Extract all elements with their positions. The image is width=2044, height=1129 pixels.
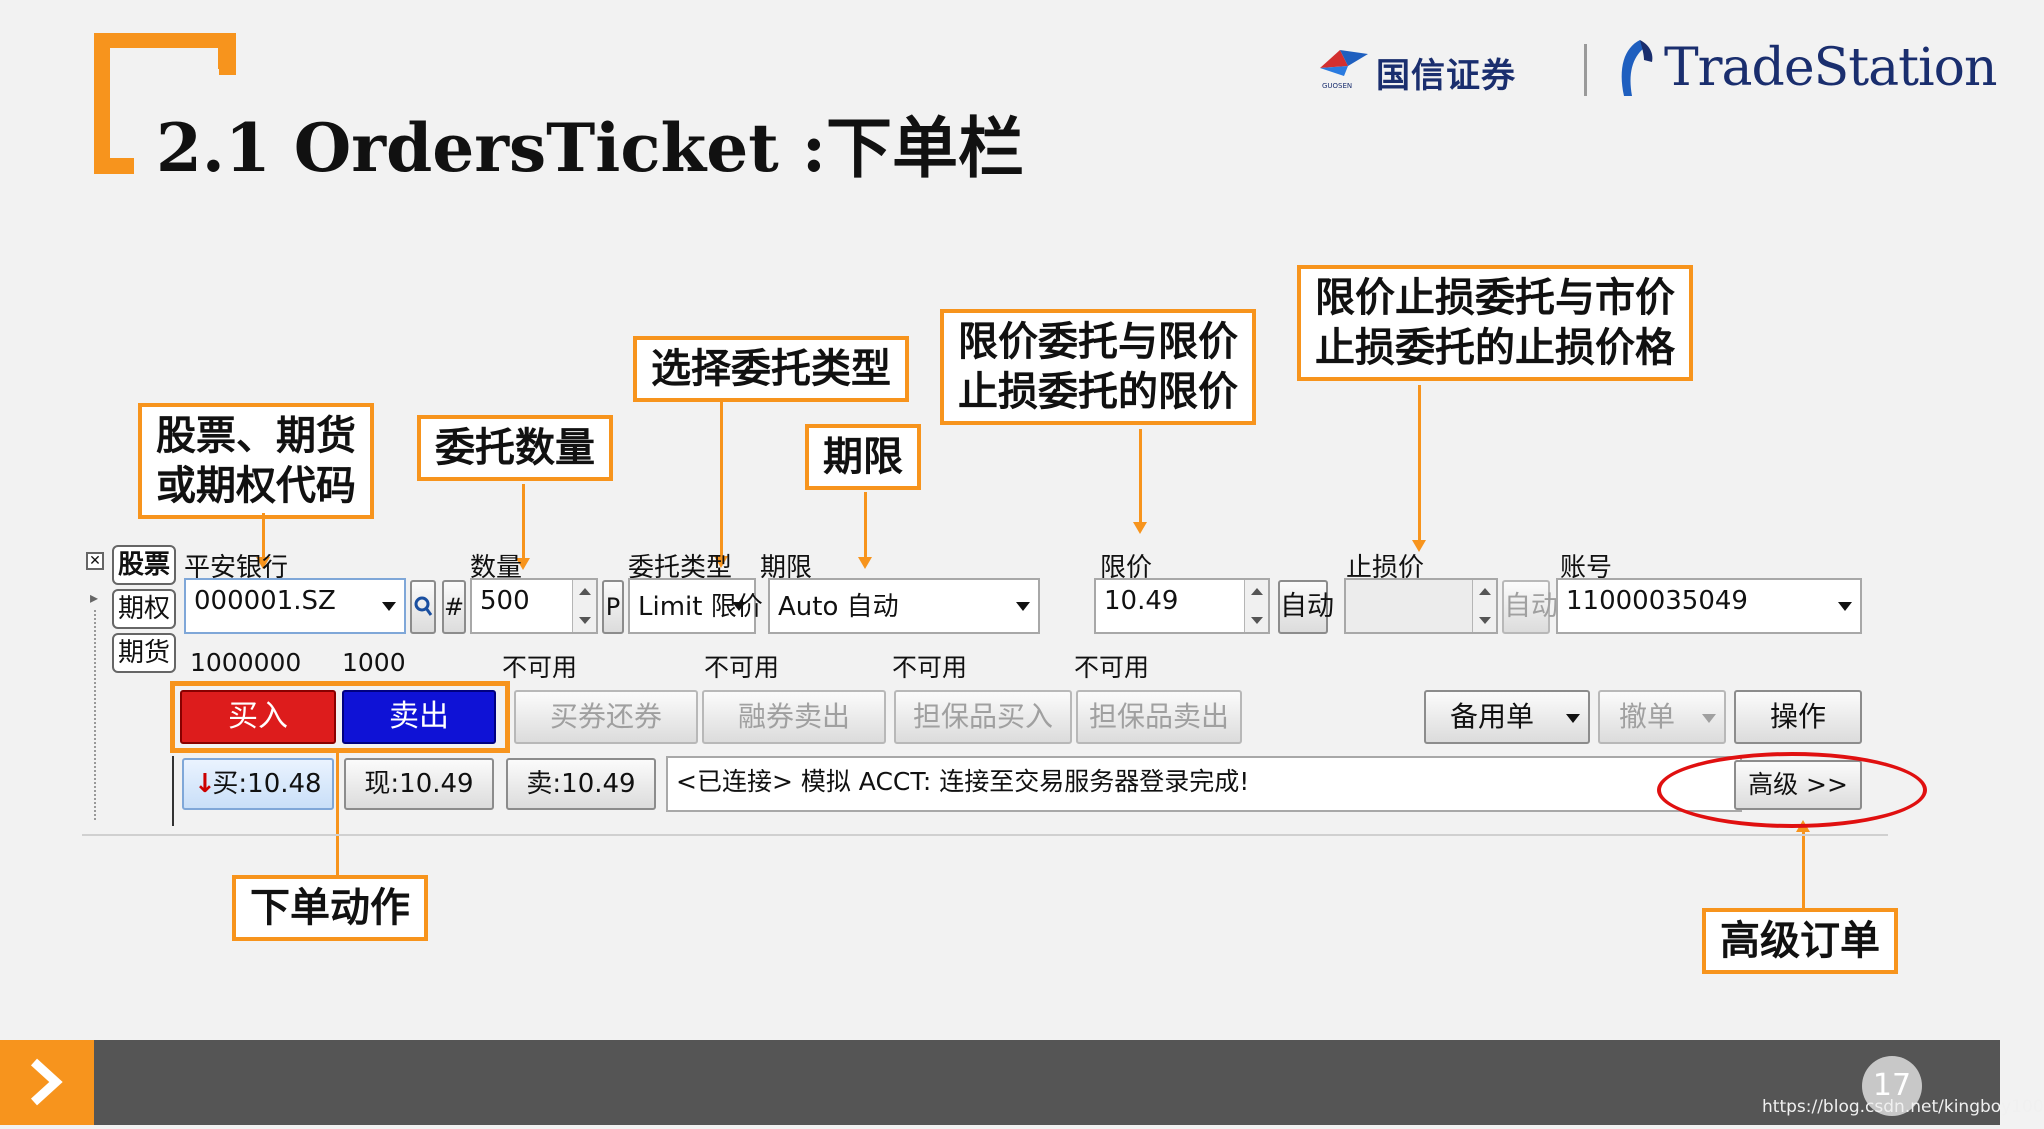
unavailable-label-3: 不可用 bbox=[892, 653, 968, 682]
limit-price-value: 10.49 bbox=[1104, 586, 1179, 616]
info-max-quantity: 1000000 bbox=[190, 648, 302, 677]
arrowhead-order-type bbox=[714, 556, 728, 568]
title-bracket-inner bbox=[110, 48, 134, 158]
limit-price-stepper[interactable] bbox=[1244, 580, 1268, 632]
tradestation-logo-icon bbox=[1621, 40, 1653, 96]
order-type-select[interactable]: Limit 限价 bbox=[628, 578, 763, 634]
guosen-logo-text: 国信证券 bbox=[1376, 56, 1516, 96]
symbol-input[interactable]: 000001.SZ bbox=[184, 578, 406, 634]
guosen-logo-icon: GUOSEN bbox=[1320, 50, 1368, 90]
callout-stop-price: 限价止损委托与市价 止损委托的止损价格 bbox=[1297, 265, 1693, 381]
stop-price-stepper[interactable] bbox=[1472, 580, 1496, 632]
close-icon[interactable]: ✕ bbox=[86, 552, 104, 570]
unavailable-label-2: 不可用 bbox=[704, 653, 780, 682]
slide-title: 2.1 OrdersTicket :下单栏 bbox=[156, 109, 1025, 187]
chevron-right-icon bbox=[30, 1058, 63, 1106]
callout-limit-price: 限价委托与限价 止损委托的限价 bbox=[940, 309, 1256, 425]
title-bracket-end bbox=[219, 33, 236, 75]
chevron-down-icon[interactable] bbox=[1016, 602, 1030, 611]
callout-symbol: 股票、期货 或期权代码 bbox=[138, 403, 374, 519]
arrowhead-symbol bbox=[256, 557, 270, 569]
short-sell-button[interactable]: 融券卖出 bbox=[702, 690, 886, 744]
chevron-down-icon[interactable] bbox=[732, 602, 746, 611]
arrowhead-limit bbox=[1133, 522, 1147, 534]
bid-value: 买:10.48 bbox=[212, 769, 322, 799]
arrow-line-order-type bbox=[720, 402, 723, 556]
account-value: 11000035049 bbox=[1566, 586, 1748, 616]
watermark-url: https://blog.csdn.net/kingboy100 bbox=[1762, 1097, 2044, 1117]
panel-bottom-divider bbox=[82, 834, 1888, 836]
guosen-small-label: GUOSEN bbox=[1322, 82, 1352, 90]
stop-auto-button[interactable]: 自动 bbox=[1502, 580, 1558, 634]
account-select[interactable]: 11000035049 bbox=[1556, 578, 1862, 634]
advanced-highlight-ring bbox=[1657, 752, 1927, 828]
collateral-sell-button[interactable]: 担保品卖出 bbox=[1076, 690, 1242, 744]
stop-price-input[interactable] bbox=[1344, 578, 1498, 634]
unavailable-label-4: 不可用 bbox=[1074, 653, 1150, 682]
operate-button[interactable]: 操作 bbox=[1734, 690, 1862, 744]
arrowhead-duration bbox=[858, 557, 872, 569]
arrow-line-duration bbox=[864, 492, 867, 557]
search-button[interactable] bbox=[410, 580, 436, 634]
footer-bar bbox=[0, 1040, 2000, 1125]
buy-button[interactable]: 买入 bbox=[180, 690, 336, 744]
arrow-down-icon: ↓ bbox=[194, 769, 216, 799]
unavailable-label-1: 不可用 bbox=[502, 653, 578, 682]
tradestation-logo-text: TradeStation bbox=[1664, 38, 1997, 98]
arrow-line-advanced bbox=[1802, 832, 1805, 910]
arrow-line-action bbox=[336, 752, 339, 876]
quantity-input[interactable]: 500 bbox=[470, 578, 598, 634]
symbol-value: 000001.SZ bbox=[194, 586, 336, 616]
callout-action: 下单动作 bbox=[232, 875, 428, 941]
footer-accent bbox=[0, 1040, 94, 1125]
buy-to-cover-button[interactable]: 买券还券 bbox=[514, 690, 698, 744]
panel-grip[interactable] bbox=[94, 610, 96, 820]
logo-divider bbox=[1584, 44, 1587, 96]
arrowhead-quantity bbox=[516, 558, 530, 570]
chevron-down-icon[interactable] bbox=[382, 602, 396, 611]
chevron-down-icon[interactable] bbox=[1838, 602, 1852, 611]
collateral-buy-button[interactable]: 担保品买入 bbox=[894, 690, 1072, 744]
quote-divider bbox=[172, 756, 174, 826]
ask-button[interactable]: 卖:10.49 bbox=[506, 758, 656, 810]
callout-quantity: 委托数量 bbox=[417, 415, 613, 481]
chevron-down-icon[interactable] bbox=[1702, 714, 1716, 723]
last-price-button[interactable]: 现:10.49 bbox=[344, 758, 494, 810]
callout-advanced: 高级订单 bbox=[1702, 908, 1898, 974]
tab-futures[interactable]: 期货 bbox=[112, 633, 176, 673]
page-number: 17 bbox=[1862, 1056, 1922, 1116]
chevron-down-icon[interactable] bbox=[1566, 714, 1580, 723]
callout-duration: 期限 bbox=[805, 424, 921, 490]
arrow-line-stop bbox=[1418, 385, 1421, 542]
arrow-line-quantity bbox=[522, 484, 525, 558]
callout-order-type: 选择委托类型 bbox=[633, 336, 909, 402]
hash-button[interactable]: # bbox=[442, 580, 466, 634]
tab-option[interactable]: 期权 bbox=[112, 589, 176, 629]
expand-icon[interactable]: ▸ bbox=[90, 588, 99, 607]
duration-select[interactable]: Auto 自动 bbox=[768, 578, 1040, 634]
sell-button[interactable]: 卖出 bbox=[342, 690, 496, 744]
cancel-order-label: 撤单 bbox=[1618, 700, 1675, 733]
limit-price-input[interactable]: 10.49 bbox=[1094, 578, 1270, 634]
limit-auto-button[interactable]: 自动 bbox=[1278, 580, 1334, 634]
duration-value: Auto 自动 bbox=[778, 592, 899, 622]
arrowhead-stop bbox=[1412, 540, 1426, 552]
bid-button[interactable]: ↓ 买:10.48 bbox=[182, 758, 334, 810]
search-icon bbox=[414, 596, 433, 616]
arrow-line-limit bbox=[1139, 429, 1142, 522]
arrow-line-symbol bbox=[262, 513, 265, 557]
backup-order-label: 备用单 bbox=[1449, 700, 1534, 733]
tab-stock[interactable]: 股票 bbox=[112, 545, 176, 585]
backup-order-button[interactable]: 备用单 bbox=[1424, 690, 1590, 744]
quantity-stepper[interactable] bbox=[572, 580, 596, 632]
quantity-value: 500 bbox=[480, 586, 530, 616]
p-button[interactable]: P bbox=[602, 580, 624, 634]
cancel-order-button[interactable]: 撤单 bbox=[1598, 690, 1726, 744]
info-available: 1000 bbox=[342, 648, 406, 677]
status-message: <已连接> 模拟 ACCT: 连接至交易服务器登录完成! bbox=[666, 756, 1742, 812]
title-bracket-inner-top bbox=[134, 48, 218, 69]
action-highlight-box bbox=[170, 681, 510, 753]
